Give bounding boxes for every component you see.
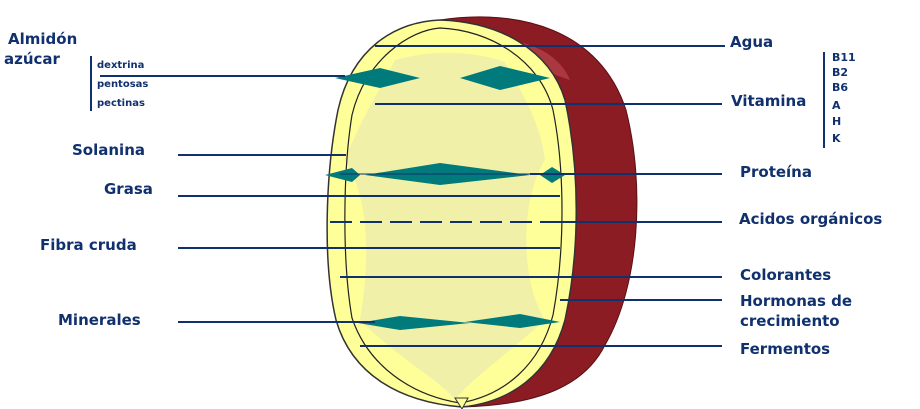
label-fermentos: Fermentos [740,342,830,357]
label-almidon: Almidón [8,32,77,47]
label-pentosas: pentosas [97,79,148,92]
label-minerales: Minerales [58,313,141,328]
label-hormonas-1: Hormonas de [740,294,852,309]
label-hormonas-2: crecimiento [740,314,840,329]
label-proteina: Proteína [740,165,812,180]
label-dextrina: dextrina [97,60,144,73]
label-vitamin-b2: B2 [832,67,848,78]
label-vitamin-b11: B11 [832,52,856,63]
label-vitamin-a: A [832,100,841,111]
label-vitamin-k: K [832,133,841,144]
label-vitamin-b6: B6 [832,82,848,93]
label-acidos: Acidos orgánicos [739,212,882,227]
label-pectinas: pectinas [97,98,145,111]
sugar-bracket [90,56,92,111]
label-grasa: Grasa [104,182,153,197]
vitamin-bracket [823,52,825,148]
label-vitamin-h: H [832,116,841,127]
label-colorantes: Colorantes [740,268,831,283]
label-agua: Agua [730,35,773,50]
label-azucar: azúcar [4,52,60,67]
label-solanina: Solanina [72,143,145,158]
label-fibra: Fibra cruda [40,238,137,253]
label-vitamina: Vitamina [731,94,806,109]
